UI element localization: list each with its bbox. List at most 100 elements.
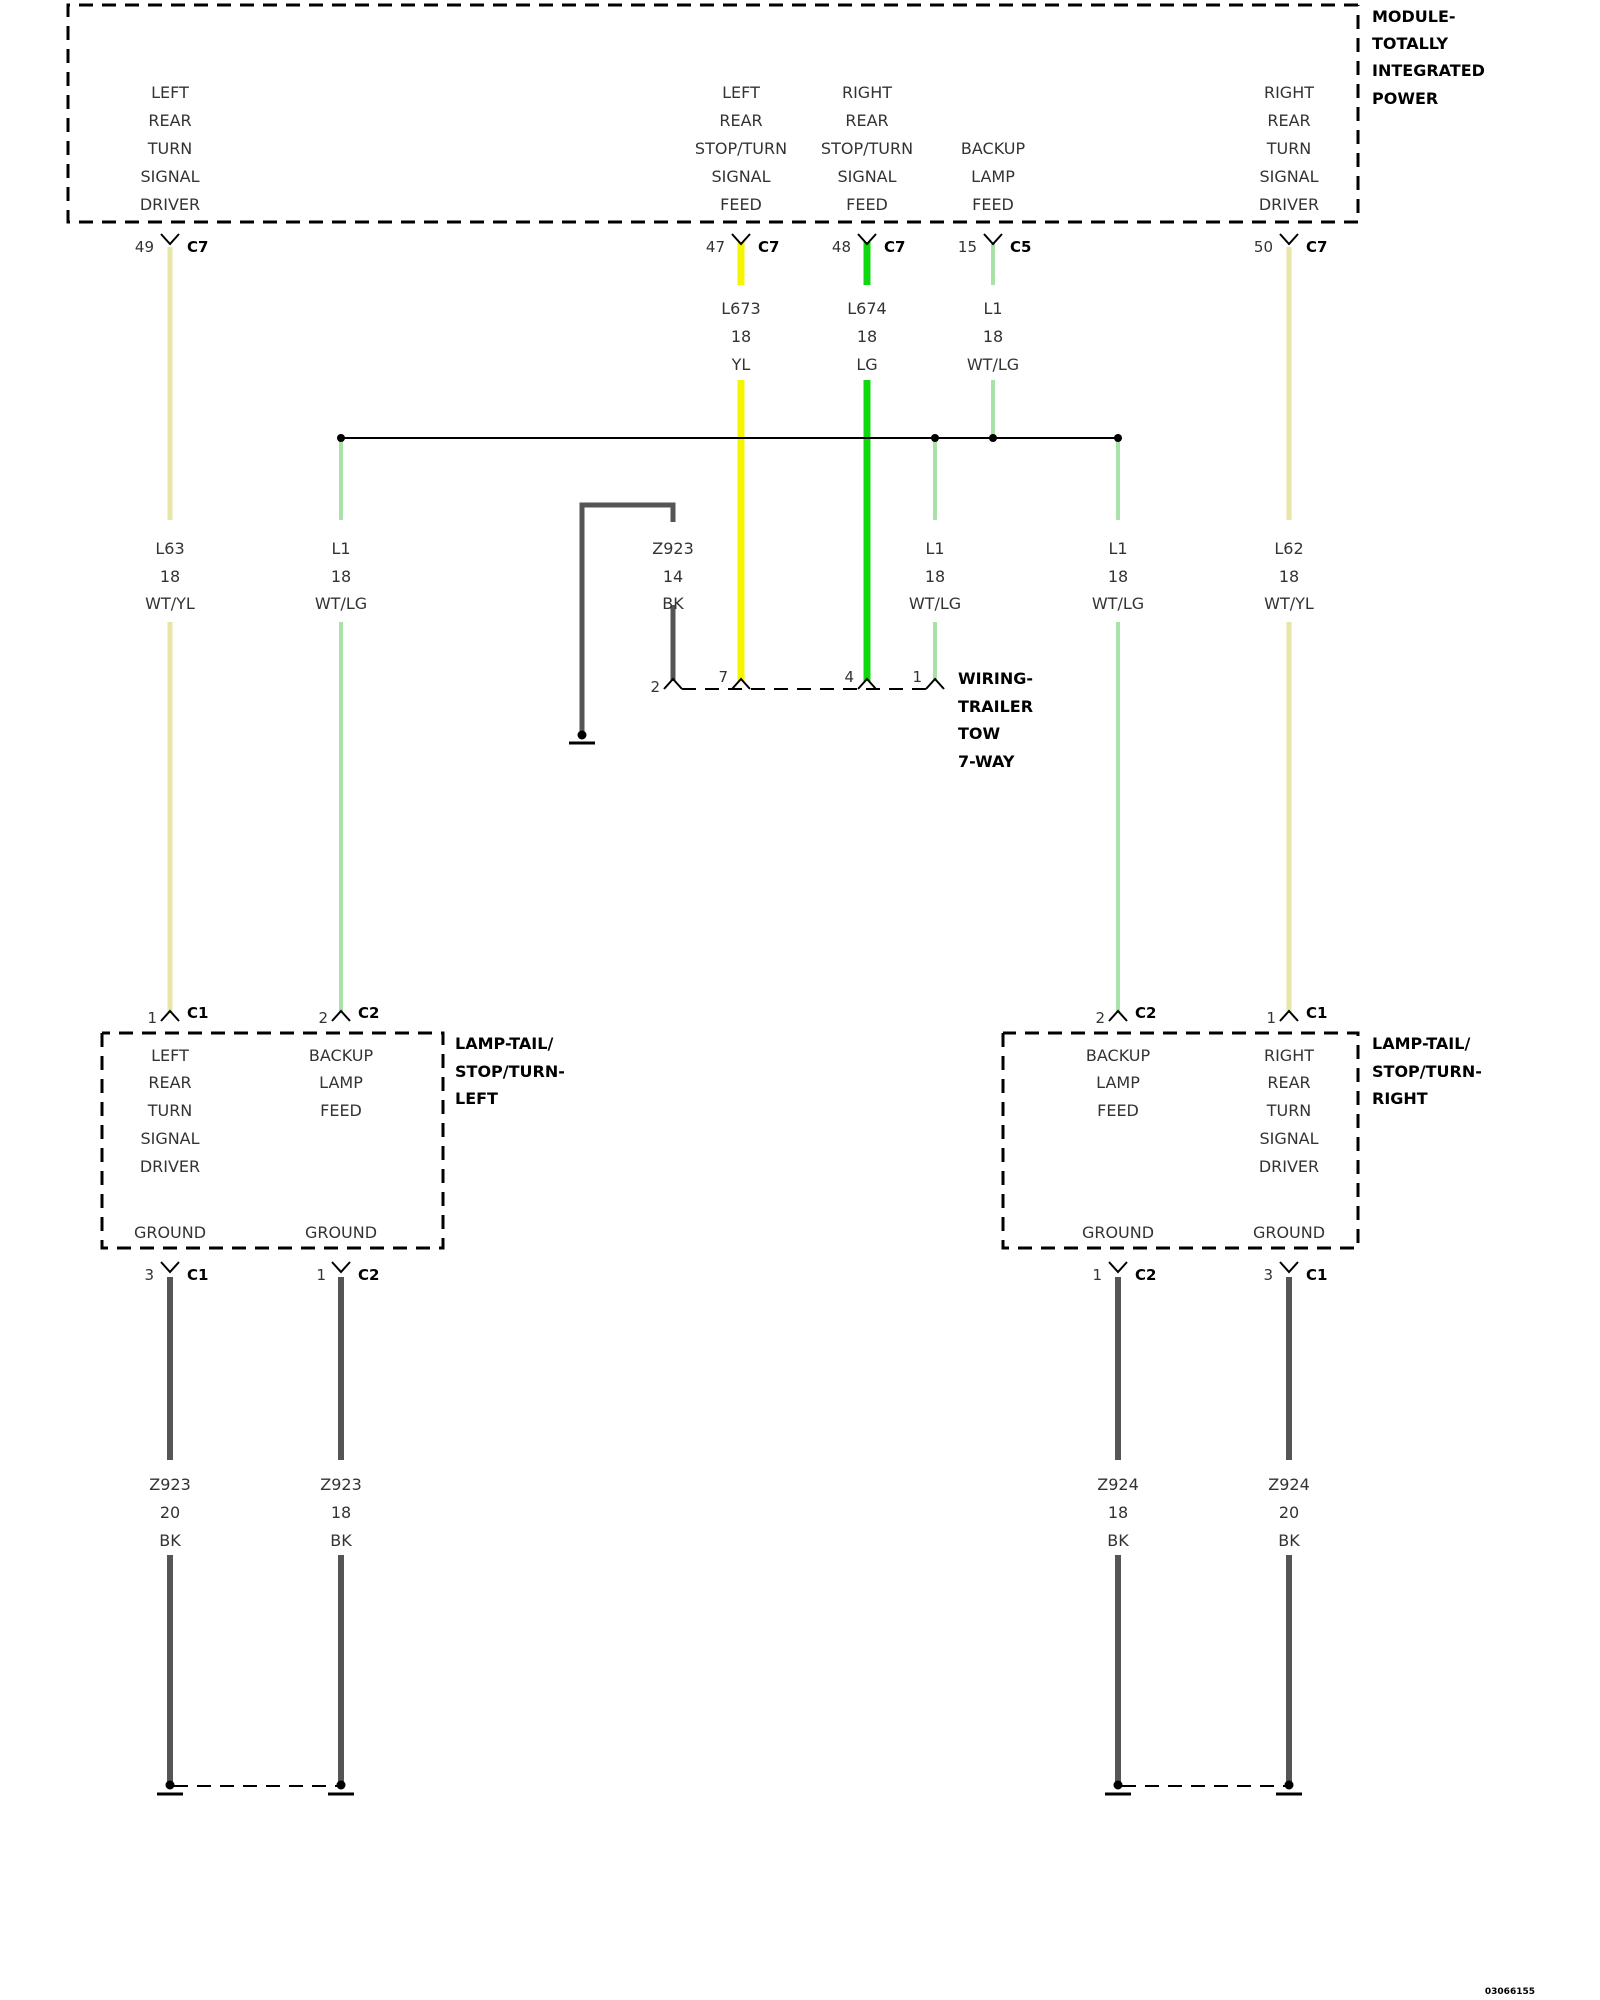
pin-number: 2 [650,678,660,696]
function-label: FEED [972,195,1014,214]
pin-number: 2 [1095,1009,1105,1027]
wire-gauge: 18 [1108,1503,1128,1522]
wires [167,242,1292,1783]
ground-label: GROUND [305,1223,377,1242]
wire-color: WT/YL [145,594,195,613]
wire-z923-trailer [579,502,676,733]
connector-symbol-v [857,233,877,246]
connector-symbol-v [160,233,180,246]
wire-color: YL [731,355,751,374]
wire-gauge: 18 [857,327,877,346]
pin-labels: 49 C7 47 C7 48 C7 15 C5 50 C7 2 7 4 1 WI… [135,238,1328,1284]
pin-number: 1 [912,668,922,686]
connector-symbol-v [1108,1261,1128,1274]
wire-gauge: 18 [331,567,351,586]
function-label: FEED [720,195,762,214]
ground-label: GROUND [1253,1223,1325,1242]
connector-id: C7 [758,238,779,256]
connector-symbol-caret [731,677,751,690]
function-label: BACKUP [309,1046,374,1065]
function-label: FEED [1097,1101,1139,1120]
ground-dot [336,1780,346,1790]
function-label: FEED [320,1101,362,1120]
wire-color: BK [1278,1531,1300,1550]
wire-color: WT/YL [1264,594,1314,613]
tipm-title-3: INTEGRATED [1372,61,1485,80]
lamp-left-title-3: LEFT [455,1089,498,1108]
function-label: SIGNAL [837,167,896,186]
wire-circuit: Z923 [652,539,694,558]
wire-circuit: L1 [983,299,1002,318]
connector-symbol-v [160,1261,180,1274]
connector-id: C2 [1135,1266,1156,1284]
wire-circuit: L1 [331,539,350,558]
tipm-function-rr-turn: RIGHT REAR TURN SIGNAL DRIVER [1259,83,1319,214]
wire-color: WT/LG [1092,594,1144,613]
function-label: SIGNAL [1259,167,1318,186]
wire-color: BK [1107,1531,1129,1550]
lamp-right-title-1: LAMP-TAIL/ [1372,1034,1470,1053]
connector-id: C2 [1135,1004,1156,1022]
wire-circuit: Z923 [149,1475,191,1494]
pin-number: 15 [958,238,977,256]
function-label: RIGHT [842,83,892,102]
trailer-title-3: TOW [958,724,1001,743]
wire-gauge: 18 [160,567,180,586]
function-label: REAR [1267,1073,1310,1092]
pin-number: 1 [1266,1009,1276,1027]
function-label: SIGNAL [1259,1129,1318,1148]
figure-code: 03066155 [1485,1987,1535,1997]
pin-number: 1 [1092,1266,1102,1284]
wire-gauge: 18 [1108,567,1128,586]
ground-dot [1113,1780,1123,1790]
ground-dot [165,1780,175,1790]
function-label: DRIVER [140,195,200,214]
wire-color: WT/LG [909,594,961,613]
function-label: RIGHT [1264,83,1314,102]
trailer-title-2: TRAILER [958,697,1033,716]
ground-dot [577,730,587,740]
wire-circuit: L1 [925,539,944,558]
connector-symbol-v [731,233,751,246]
ground-dot [1284,1780,1294,1790]
function-label: SIGNAL [140,1129,199,1148]
function-label: SIGNAL [711,167,770,186]
function-label: LAMP [1096,1073,1140,1092]
pin-number: 1 [147,1009,157,1027]
wire-circuit: Z924 [1268,1475,1310,1494]
function-label: LEFT [151,1046,189,1065]
wire-color: LG [856,355,877,374]
function-label: TURN [1266,1101,1312,1120]
function-label: LAMP [971,167,1015,186]
connector-symbol-v [983,233,1003,246]
lamp-right-title-3: RIGHT [1372,1089,1428,1108]
wire-circuit: L62 [1274,539,1303,558]
connector-symbol-caret [857,677,877,690]
lamp-right-box [1001,1031,1360,1250]
lamp-left-title-2: STOP/TURN- [455,1062,565,1081]
wire-color: WT/LG [967,355,1019,374]
tipm-title-1: MODULE- [1372,7,1456,26]
tipm-title-2: TOTALLY [1372,34,1448,53]
trailer-title-4: 7-WAY [958,752,1015,771]
wire-circuit: Z924 [1097,1475,1139,1494]
splice-dot [337,434,345,442]
connector-id: C5 [1010,238,1031,256]
function-label: BACKUP [961,139,1026,158]
function-label: REAR [148,111,191,130]
function-label: STOP/TURN [695,139,787,158]
function-label: TURN [147,139,193,158]
lamp-left-functions: LEFT REAR TURN SIGNAL DRIVER BACKUP LAMP… [134,1046,377,1242]
splice-bus [337,434,1122,442]
connector-symbol-v [1279,233,1299,246]
tipm-box [66,3,1360,224]
pin-number: 2 [318,1009,328,1027]
wire-circuit: L1 [1108,539,1127,558]
splice-dot [931,434,939,442]
connector-id: C7 [884,238,905,256]
connector-symbol-v [1279,1261,1299,1274]
function-label: RIGHT [1264,1046,1314,1065]
wire-color: BK [662,594,684,613]
pin-number: 50 [1254,238,1273,256]
